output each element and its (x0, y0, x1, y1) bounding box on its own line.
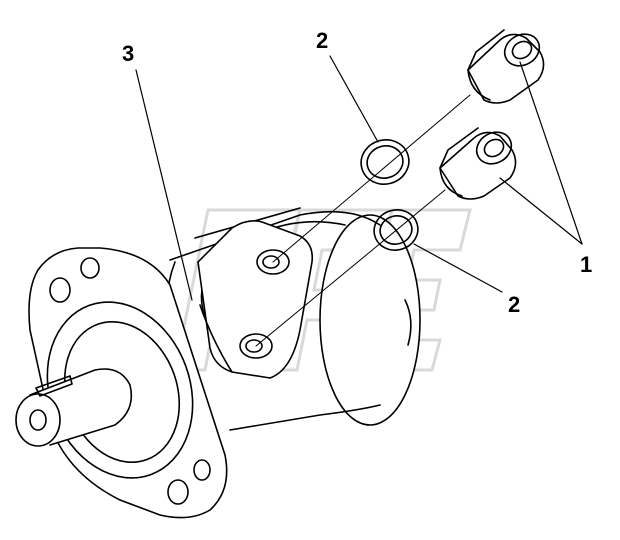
callout-part-2-lower: 2 (508, 292, 521, 317)
o-ring-lower (373, 209, 419, 251)
callout-part-2-upper: 2 (316, 28, 329, 53)
port-block (197, 220, 314, 379)
callout-part-3: 3 (122, 41, 135, 66)
leader-lines (135, 55, 583, 301)
callout-part-1: 1 (580, 252, 593, 277)
motor-housing (166, 207, 421, 431)
fitting-upper (467, 29, 545, 104)
o-ring-upper (360, 139, 410, 185)
output-shaft (15, 368, 133, 447)
assembly-axis-lines (255, 94, 471, 347)
fitting-lower (439, 127, 517, 200)
